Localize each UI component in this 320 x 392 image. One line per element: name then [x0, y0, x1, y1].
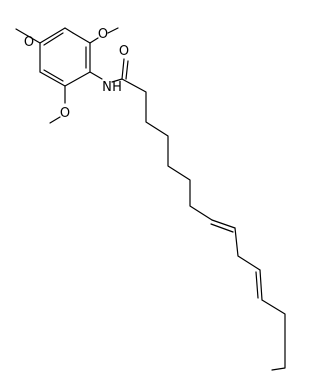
methoxy-top-left-group — [15, 28, 41, 44]
methoxy-bottom-group — [49, 85, 66, 124]
ring-bond-6-inner — [43, 32, 64, 46]
chain-segment-1 — [121, 78, 213, 221]
benzene-ring — [39, 27, 91, 87]
atom-label-o-top-right: O — [98, 27, 108, 42]
ring-bond-1 — [72, 32, 91, 44]
atom-label-h: H — [112, 80, 122, 95]
ring-n-bond — [89, 71, 103, 80]
ring-bond-3 — [64, 71, 91, 87]
atom-label-n: N — [102, 80, 112, 95]
amide-group — [89, 58, 129, 83]
double-bond-2-second — [255, 271, 259, 299]
methoxy-top-right-group — [89, 27, 119, 44]
ring-bond-4-inner — [43, 69, 64, 82]
carbonyl-bond — [121, 58, 125, 80]
atom-label-o-top-left: O — [24, 35, 34, 50]
carbonyl-bond-second — [125, 60, 129, 80]
c-o-bond-top-right — [89, 37, 99, 44]
chain-segment-3 — [261, 299, 286, 371]
o-ch3-bond-top-left — [15, 28, 29, 37]
double-bond-1 — [211, 219, 236, 229]
atom-label-o-bottom: O — [60, 106, 70, 121]
o-ch3-bond-bottom — [49, 116, 61, 124]
ring-bond-1b — [64, 27, 74, 34]
double-bond-2 — [259, 269, 263, 301]
ring-bond-4 — [39, 71, 66, 87]
double-bond-1-second — [210, 223, 234, 233]
structure-canvas: O O O N H O — [15, 27, 286, 371]
atom-labels: O O O N H O — [24, 27, 129, 121]
ring-bond-6 — [39, 27, 66, 44]
c-o-bond-top-left — [27, 35, 41, 44]
o-ch3-bond-top-right — [107, 27, 119, 34]
molecule-structure: O O O N H O — [15, 27, 286, 371]
chain-segment-2 — [234, 227, 261, 271]
atom-label-o-carbonyl: O — [119, 44, 129, 59]
n-c-bond — [111, 78, 123, 83]
fatty-acid-chain — [121, 78, 286, 371]
